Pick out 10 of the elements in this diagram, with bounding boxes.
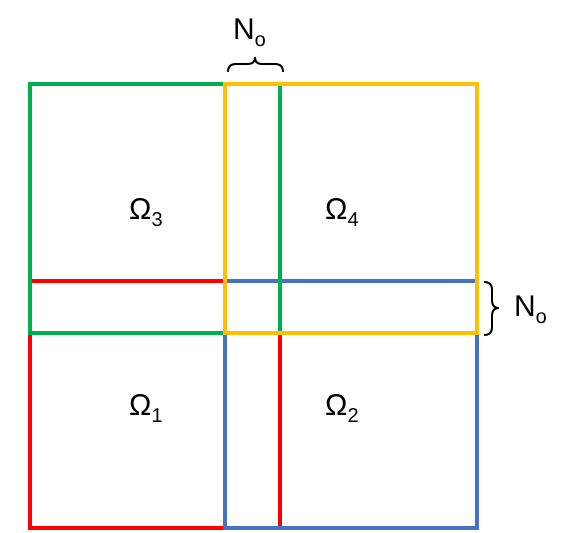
subdomain-label: Ω$_{1}$ — [129, 390, 163, 426]
subdomain-square — [223, 82, 479, 335]
subdomain-label: Ω$_{2}$ — [325, 390, 359, 426]
subdomain-label: Ω$_{3}$ — [129, 194, 163, 230]
subdomain-square — [223, 279, 479, 530]
subdomain-square — [28, 279, 282, 530]
subdomain-label: Ω$_{4}$ — [325, 194, 359, 230]
subdomain-square — [28, 82, 282, 335]
overlap-width-label: N$_{o}$ — [233, 15, 266, 50]
overlap-width-label: N$_{o}$ — [514, 292, 547, 327]
